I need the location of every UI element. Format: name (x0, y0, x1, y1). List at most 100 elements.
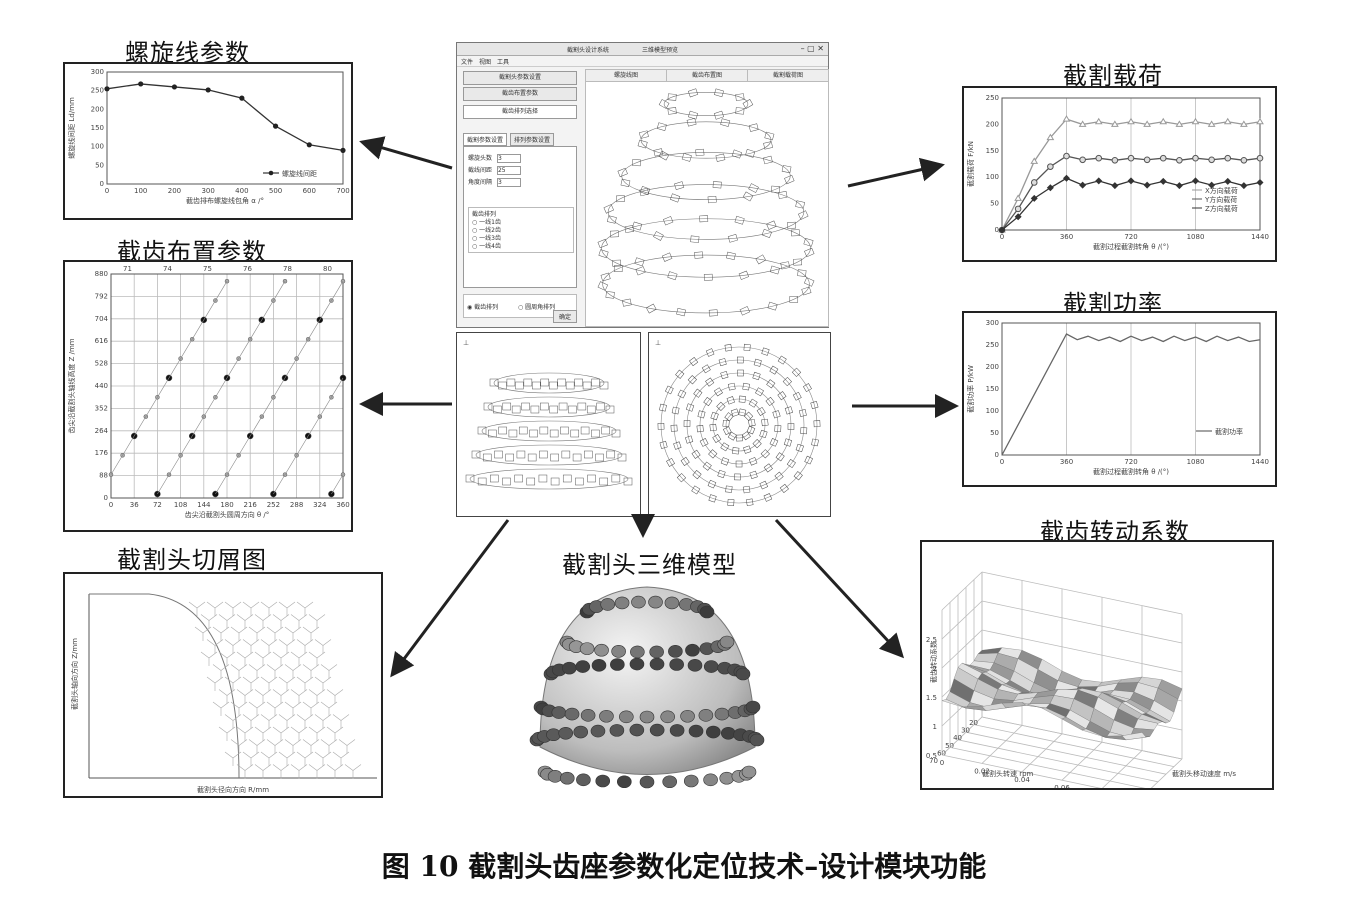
power-ytick: 150 (986, 385, 999, 393)
tab-arrange-settings[interactable]: 排列参数设置 (510, 133, 555, 146)
radio-3-label: 一线3齿 (479, 235, 501, 242)
top-wire-pick (720, 457, 730, 466)
btn-cutter-params[interactable]: 截割头参数设置 (463, 71, 577, 85)
load-ytick: 150 (986, 147, 999, 155)
model-pick (687, 659, 703, 672)
model-pick (735, 667, 751, 681)
btn-pick-params[interactable]: 截齿布置参数 (463, 87, 577, 101)
pattern-chip (254, 764, 272, 779)
side-wire-pick (582, 381, 592, 390)
top-wire-pick (795, 443, 804, 453)
top-wire-pick (772, 410, 781, 419)
load-point (1224, 154, 1232, 162)
load-point (1079, 156, 1086, 164)
power-series-line (1001, 333, 1261, 456)
wireframe-side-view[interactable]: ⊥ (457, 333, 640, 516)
window-controls[interactable]: – ▢ ✕ (800, 44, 824, 53)
layout-ylabel: 齿尖沿截割头轴线高度 Z /mm (67, 338, 76, 433)
layout-xtick: 0 (109, 501, 113, 509)
menu-view[interactable]: 视图 (479, 59, 492, 66)
main-wire-pick-box (780, 261, 790, 270)
side-wire-ring (487, 396, 611, 418)
ok-button[interactable]: 确定 (552, 310, 577, 323)
rot-ytick: 50 (945, 742, 954, 750)
top-wire-pick (670, 424, 678, 432)
power-xlabel: 截割过程截割转角 θ /(°) (1093, 467, 1169, 476)
top-wire-pick (777, 391, 787, 401)
load-point (1159, 177, 1167, 185)
main-wire-pick-box (771, 185, 781, 193)
side-wire-pick (502, 402, 512, 411)
radio-3[interactable]: ○ 一线3齿 (472, 235, 501, 242)
main-wire-pick-box (790, 229, 800, 237)
top-wire-pick (743, 343, 751, 351)
layout-xtick: 324 (313, 501, 327, 509)
top-wire-pick (774, 471, 784, 481)
main-wire-pick-box (715, 153, 726, 162)
main-wire-pick-box (656, 122, 667, 131)
side-wire-pick (570, 429, 580, 438)
side-wire-pick (565, 381, 575, 390)
pattern-chip (272, 651, 290, 666)
radio-2-label: 一线2齿 (479, 227, 501, 234)
pattern-chip (200, 651, 218, 666)
model-pick (649, 645, 664, 659)
radio-2[interactable]: ○ 一线2齿 (472, 227, 501, 234)
radio-bottom-1[interactable]: ◉ 截齿排列 (467, 304, 499, 311)
main-wire-pick-box (617, 167, 628, 178)
menu-tools[interactable]: 工具 (497, 59, 510, 66)
field-input-3[interactable]: 3 (496, 178, 521, 187)
radio-bottom-2[interactable]: ○ 圆周角排列 (518, 304, 556, 311)
wireframe-3d-view[interactable] (586, 82, 826, 325)
layout-helix-line (273, 377, 344, 495)
right-tab-helix[interactable]: 螺旋线图 (586, 70, 667, 81)
load-point (1030, 157, 1039, 164)
main-wire-pick-box (731, 149, 743, 159)
main-wire-pick-box (713, 110, 725, 120)
radio-1[interactable]: ○ 一线1齿 (472, 219, 501, 226)
right-tab-layout[interactable]: 截齿布置图 (667, 70, 748, 81)
main-wire-pick-box (610, 230, 619, 238)
load-point (1127, 177, 1135, 185)
field-input-2[interactable]: 25 (496, 166, 521, 175)
field-input-1[interactable]: 3 (496, 154, 521, 163)
top-wire-pick (722, 426, 732, 436)
top-wire-pick (713, 387, 723, 397)
helix-ylabel: 螺旋线间距 Ld/mm (67, 97, 76, 159)
main-wire-pick-box (639, 187, 650, 197)
load-point (1256, 117, 1264, 125)
right-tab-load[interactable]: 截割载荷图 (772, 72, 803, 79)
main-wire-pick-box (634, 257, 645, 267)
pattern-chip (290, 614, 308, 629)
top-wire-pick (689, 357, 699, 367)
layout-ytick: 792 (95, 292, 108, 300)
arrow-to-load (847, 157, 945, 188)
main-wire-pick-box (676, 307, 686, 317)
radio-4[interactable]: ○ 一线4齿 (472, 243, 501, 250)
rot-floor-grid (981, 716, 1183, 760)
top-wire-pick (738, 408, 747, 417)
menu-file[interactable]: 文件 (461, 59, 474, 66)
top-wire-pick (782, 376, 792, 387)
pattern-chip (344, 764, 362, 779)
helix-point (138, 81, 144, 87)
wireframe-top-view[interactable]: ⊥ (649, 333, 830, 516)
pattern-chip (218, 614, 236, 629)
top-wire-pick (676, 473, 687, 483)
layout-ytick: 0 (104, 494, 108, 502)
btn-pick-arrangement[interactable]: 截齿排列选择 (463, 105, 577, 119)
field-label-3: 角度间隔 (468, 179, 493, 186)
rot-xtick: 0.04 (1014, 776, 1030, 784)
load-point (1207, 120, 1216, 127)
pattern-chip (284, 739, 302, 754)
top-wire-pick (732, 447, 740, 455)
pattern-chip (224, 751, 242, 766)
pattern-chip (254, 651, 272, 666)
side-wire-pick (568, 405, 577, 414)
main-wire-pick-box (661, 252, 673, 262)
load-point (1127, 154, 1135, 162)
tab-cutting-settings[interactable]: 截割参数设置 (463, 133, 508, 146)
rotation-surface-chart: 0.511.522.50700.02600.04500.06400.08300.… (926, 571, 1236, 809)
